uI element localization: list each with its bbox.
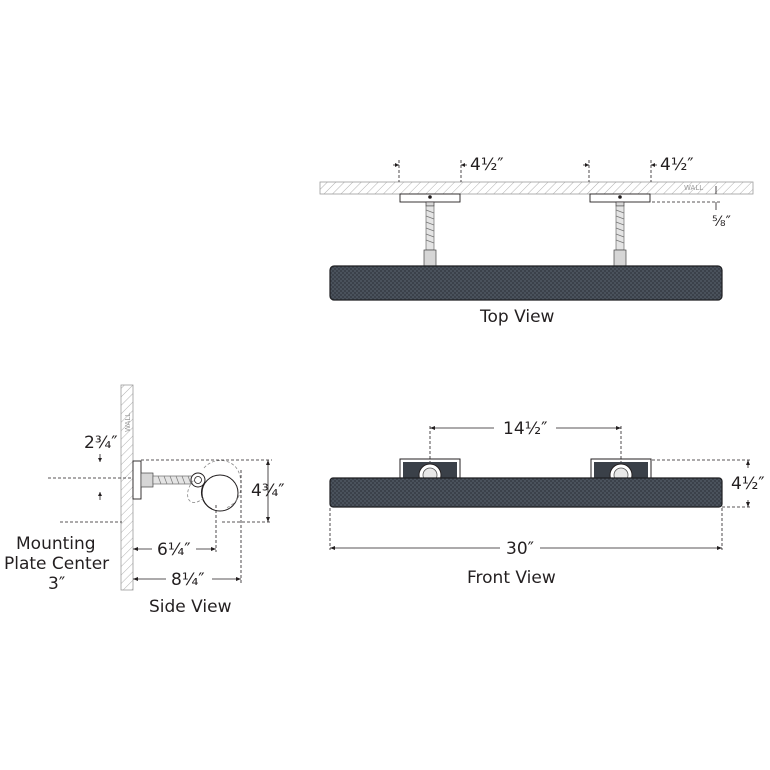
mounting-label-line1: Mounting [16, 534, 96, 554]
front-view-title: Front View [467, 568, 556, 588]
mounting-label-line2: Plate Center [4, 554, 109, 574]
top-dim-depth: ⅝″ [712, 214, 731, 230]
side-dim-projection-long: 8¼″ [171, 570, 205, 590]
front-dim-height: 4½″ [731, 474, 765, 494]
top-dim-plate-left: 4½″ [470, 155, 504, 175]
top-wall [319, 181, 754, 195]
mounting-label-line3: 3″ [48, 574, 65, 594]
top-light-bar [329, 265, 723, 301]
top-wall-label: WALL [684, 184, 703, 192]
side-view-title: Side View [149, 597, 232, 617]
side-dim-top-offset: 2¾″ [84, 433, 118, 453]
top-mount-left [399, 193, 461, 269]
front-view: 14½″ 30″ 4½″ Front View [329, 419, 765, 588]
front-mount-left [399, 458, 461, 487]
side-dim-height: 4¾″ [251, 481, 285, 501]
top-view: WALL 4½″ 4½″ [319, 155, 754, 327]
side-dim-projection-short: 6¼″ [157, 540, 191, 560]
top-mount-right [589, 193, 651, 269]
top-view-title: Top View [479, 307, 555, 327]
front-light-bar [329, 477, 723, 508]
front-dim-width: 30″ [506, 539, 534, 559]
side-wall-label: WALL [124, 413, 132, 432]
front-dim-center-spacing: 14½″ [503, 419, 547, 439]
top-dim-plate-right: 4½″ [660, 155, 694, 175]
side-view: WALL 4¾″ 2¾″ 6¼″ 8¼″ Mounting [4, 384, 285, 617]
